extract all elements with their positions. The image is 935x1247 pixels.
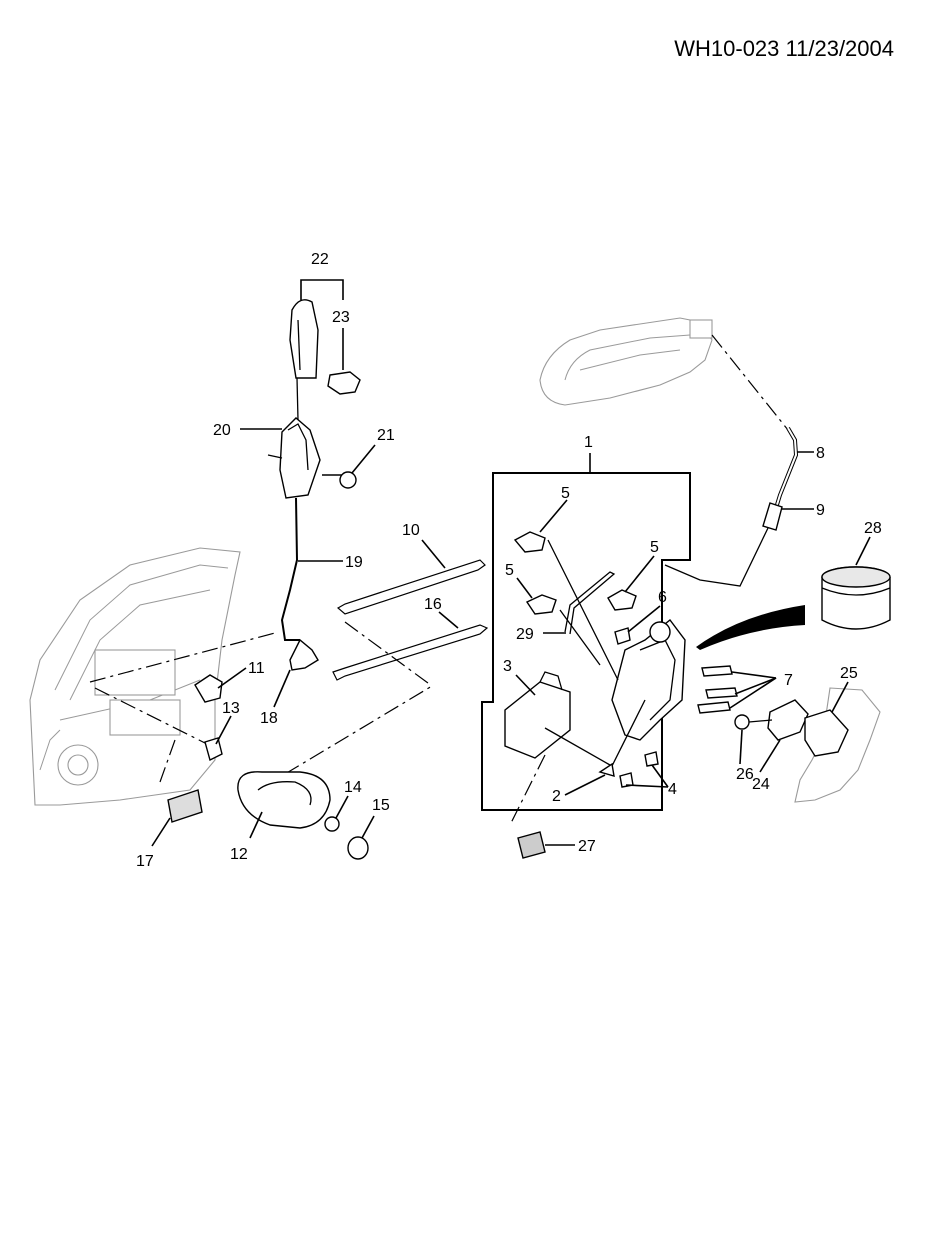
guide-line-handle-to-rod16 bbox=[284, 685, 433, 775]
guide-line-handle-to-rod bbox=[711, 334, 789, 431]
leader-lines bbox=[151, 279, 871, 847]
callout-26: 26 bbox=[736, 766, 754, 783]
callout-14: 14 bbox=[344, 779, 362, 796]
screws-4 bbox=[619, 751, 659, 788]
callout-5-b: 5 bbox=[505, 562, 514, 579]
callout-10: 10 bbox=[402, 522, 420, 539]
callout-2: 2 bbox=[552, 788, 561, 805]
callout-4: 4 bbox=[668, 781, 677, 798]
callout-15: 15 bbox=[372, 797, 390, 814]
callout-18: 18 bbox=[260, 710, 278, 727]
clip-5-a bbox=[513, 531, 546, 553]
callout-24: 24 bbox=[752, 776, 770, 793]
rod-29 bbox=[564, 571, 616, 635]
callout-22: 22 bbox=[311, 251, 329, 268]
screw-21 bbox=[322, 471, 357, 489]
bracket-18 bbox=[289, 638, 319, 671]
striker-24 bbox=[767, 699, 809, 741]
document-id: WH10-023 11/23/2004 bbox=[674, 36, 894, 61]
grease-tub-28 bbox=[821, 566, 891, 630]
callout-29: 29 bbox=[516, 626, 534, 643]
guide-line-panel-to-rod bbox=[89, 632, 276, 683]
screw-14 bbox=[324, 816, 340, 832]
inside-handle-12 bbox=[237, 771, 331, 829]
actuator-3 bbox=[504, 671, 571, 759]
callout-19: 19 bbox=[345, 554, 363, 571]
clip-23 bbox=[327, 371, 361, 395]
callout-12: 12 bbox=[230, 846, 248, 863]
pad-17 bbox=[167, 789, 203, 823]
clip-13 bbox=[204, 737, 223, 762]
callout-1: 1 bbox=[584, 434, 593, 451]
callout-20: 20 bbox=[213, 422, 231, 439]
callout-28: 28 bbox=[864, 520, 882, 537]
callout-27: 27 bbox=[578, 838, 596, 855]
callout-23: 23 bbox=[332, 309, 350, 326]
handle-22 bbox=[289, 299, 319, 421]
callout-9: 9 bbox=[816, 502, 825, 519]
rod-19 bbox=[280, 497, 300, 641]
callout-13: 13 bbox=[222, 700, 240, 717]
guide-line-to-pad27 bbox=[509, 754, 546, 826]
clip-5-b bbox=[525, 594, 557, 615]
callout-3: 3 bbox=[503, 658, 512, 675]
bracket-20 bbox=[267, 417, 321, 499]
clip-11 bbox=[194, 674, 223, 703]
connector-9 bbox=[664, 502, 783, 587]
callout-8: 8 bbox=[816, 445, 825, 462]
pad-27 bbox=[517, 831, 546, 859]
callout-11: 11 bbox=[248, 660, 265, 677]
guide-line-panel-to-clip bbox=[94, 687, 216, 749]
callout-5-a: 5 bbox=[561, 485, 570, 502]
bolt-6 bbox=[614, 627, 631, 645]
latch-1 bbox=[598, 619, 686, 777]
bolt-26 bbox=[734, 714, 773, 730]
rod-16 bbox=[332, 624, 489, 681]
door-panel-outline bbox=[29, 547, 241, 806]
plate-25 bbox=[804, 709, 849, 757]
cap-15 bbox=[347, 836, 369, 860]
rod-10 bbox=[336, 559, 486, 615]
guide-line-rod10 bbox=[344, 621, 433, 687]
guide-line-to-pad bbox=[159, 739, 176, 783]
callout-17: 17 bbox=[136, 853, 154, 870]
clip-5-c bbox=[607, 589, 637, 611]
callout-5-c: 5 bbox=[650, 539, 659, 556]
latch-link-lines bbox=[544, 539, 619, 766]
screws-7 bbox=[697, 665, 738, 714]
grease-application-swoosh bbox=[696, 605, 805, 650]
callout-7: 7 bbox=[784, 672, 793, 689]
callout-16: 16 bbox=[424, 596, 442, 613]
outside-handle-outline bbox=[539, 317, 713, 406]
callout-6: 6 bbox=[658, 589, 667, 606]
latch-assembly-frame bbox=[481, 472, 691, 811]
callout-21: 21 bbox=[377, 427, 395, 444]
callout-labels: 1 2 3 4 5 5 5 6 7 8 9 10 11 12 13 14 15 … bbox=[136, 251, 882, 870]
callout-25: 25 bbox=[840, 665, 858, 682]
rod-8 bbox=[774, 426, 799, 509]
